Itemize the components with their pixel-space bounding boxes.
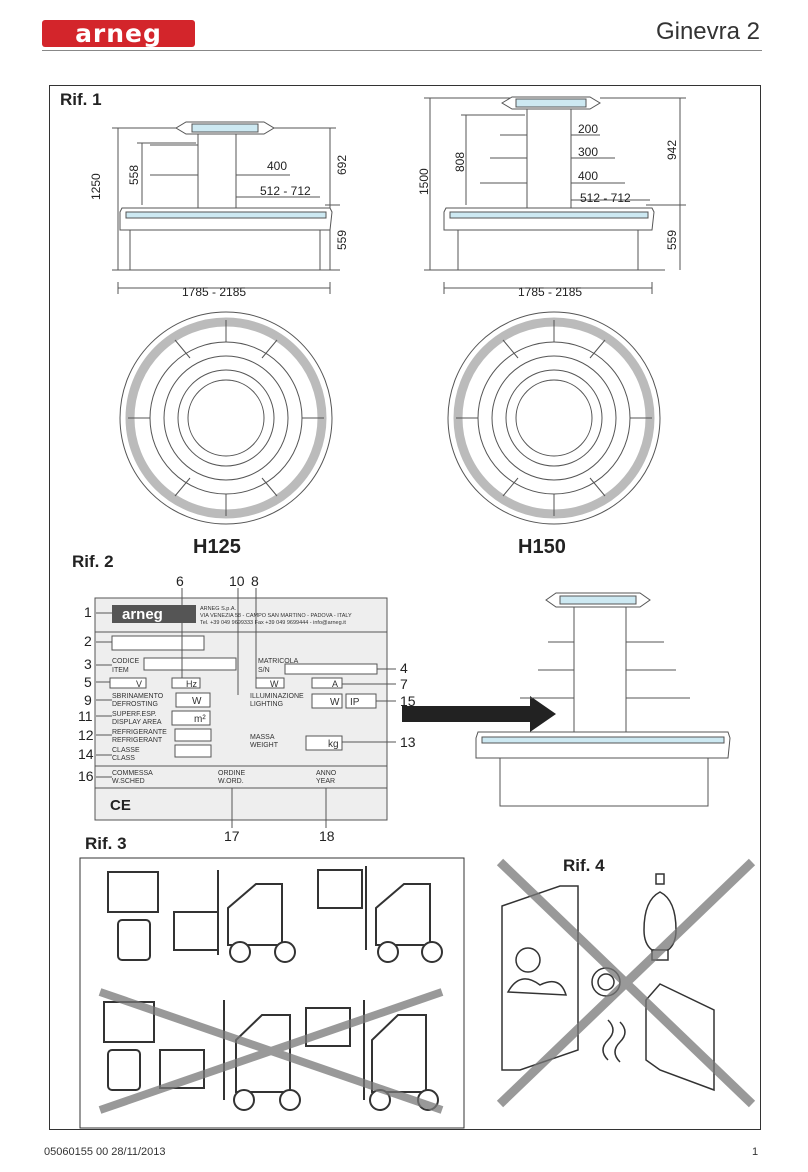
model-h150: H150 [518, 536, 566, 558]
plate-w-light: W [330, 697, 340, 708]
callout-7: 7 [400, 676, 408, 692]
dim-942: 942 [665, 140, 679, 160]
dim-1500: 1500 [417, 168, 431, 195]
callout-12: 12 [78, 727, 94, 743]
plate-defrosting: DEFROSTING [112, 701, 158, 708]
dim-559-left: 559 [335, 230, 349, 250]
dim-width-right: 1785 - 2185 [518, 285, 582, 299]
document-title: Ginevra 2 [655, 18, 760, 45]
elevation-h125 [112, 121, 340, 294]
rif4-label: Rif. 4 [563, 856, 605, 875]
elevation-rif2 [475, 592, 731, 807]
plate-a: A [332, 679, 338, 689]
plate-refrigerante: REFRIGERANTE [112, 729, 167, 736]
callout-13: 13 [400, 734, 416, 750]
elevation-h150 [424, 96, 686, 294]
rif1-label: Rif. 1 [60, 90, 102, 109]
plate-illuminazione: ILLUMINAZIONE [250, 693, 304, 700]
header-divider [42, 50, 762, 51]
dim-300: 300 [578, 145, 598, 159]
plate-company: ARNEG S.p.A. [200, 606, 237, 612]
plate-year: YEAR [316, 778, 335, 785]
plate-item: ITEM [112, 667, 129, 674]
plate-weight: WEIGHT [250, 742, 279, 749]
plate-m2: m² [194, 714, 206, 725]
plate-commessa: COMMESSA [112, 770, 153, 777]
dim-width-left: 1785 - 2185 [182, 285, 246, 299]
dim-400-right: 400 [578, 169, 598, 183]
dim-1250: 1250 [89, 173, 103, 200]
plate-anno: ANNO [316, 770, 337, 777]
plate-massa: MASSA [250, 734, 275, 741]
rif4-illustration [501, 873, 715, 1092]
plan-h150 [447, 311, 661, 525]
callout-10: 10 [229, 573, 245, 589]
plate-matricola: MATRICOLA [258, 658, 299, 665]
plate-sbrinamento: SBRINAMENTO [112, 693, 164, 700]
model-h125: H125 [193, 536, 241, 558]
plate-classe: CLASSE [112, 747, 140, 754]
plate-address: VIA VENEZIA 58 - CAMPO SAN MARTINO - PAD… [200, 613, 352, 619]
plate-word: W.ORD. [218, 778, 244, 785]
plate-ordine: ORDINE [218, 770, 246, 777]
dim-808: 808 [453, 152, 467, 172]
plate-refrigerant: REFRIGERANT [112, 737, 163, 744]
plate-v: V [136, 679, 142, 689]
callout-2: 2 [84, 633, 92, 649]
footer-page: 1 [752, 1146, 759, 1158]
plate-kg: kg [328, 739, 339, 750]
plate-hz: Hz [186, 679, 197, 689]
plate-superf: SUPERF.ESP. [112, 711, 157, 718]
dim-depth-left: 512 - 712 [260, 184, 311, 198]
plate-ip: IP [350, 697, 360, 708]
plate-logo [112, 605, 196, 623]
dim-400-left: 400 [267, 159, 287, 173]
dim-558: 558 [127, 165, 141, 185]
callout-8: 8 [251, 573, 259, 589]
dim-depth-right: 512 - 712 [580, 191, 631, 205]
plate-w: W [270, 679, 279, 689]
dim-200: 200 [578, 122, 598, 136]
callout-15: 15 [400, 693, 416, 709]
brand-logo: arneg [42, 20, 195, 47]
plate-display: DISPLAY AREA [112, 719, 162, 726]
ce-mark: CE [110, 797, 131, 814]
rif4-cross [496, 858, 756, 1108]
callout-3: 3 [84, 656, 92, 672]
plate-contact: Tel. +39 049 9699333 Fax +39 049 9699444… [200, 620, 346, 626]
plate-logo-text: arneg [122, 606, 163, 623]
plate-codice: CODICE [112, 658, 140, 665]
callout-16: 16 [78, 768, 94, 784]
content-frame [49, 85, 761, 1130]
callout-4: 4 [400, 660, 408, 676]
plate-lighting: LIGHTING [250, 701, 283, 708]
plate-w-defrost: W [192, 696, 202, 707]
dim-559-right: 559 [665, 230, 679, 250]
rif3-cross [98, 988, 444, 1114]
dim-692: 692 [335, 155, 349, 175]
callout-17: 17 [224, 828, 240, 844]
plate-class: CLASS [112, 755, 135, 762]
plate-wsched: W.SCHED [112, 778, 145, 785]
plate-arrow [402, 696, 556, 732]
callout-11: 11 [78, 708, 93, 724]
callout-1: 1 [84, 604, 92, 620]
callout-14: 14 [78, 746, 94, 762]
rating-plate [94, 597, 388, 821]
plate-sn: S/N [258, 667, 270, 674]
plan-h125 [119, 311, 333, 525]
footer-code: 05060155 00 28/11/2013 [44, 1146, 166, 1158]
callout-18: 18 [319, 828, 335, 844]
rif3-box [79, 857, 465, 1129]
callout-5: 5 [84, 674, 92, 690]
rif2-label: Rif. 2 [72, 552, 114, 571]
rif3-label: Rif. 3 [85, 834, 127, 853]
callout-9: 9 [84, 692, 92, 708]
forklift-correct [107, 866, 443, 963]
callout-6: 6 [176, 573, 184, 589]
